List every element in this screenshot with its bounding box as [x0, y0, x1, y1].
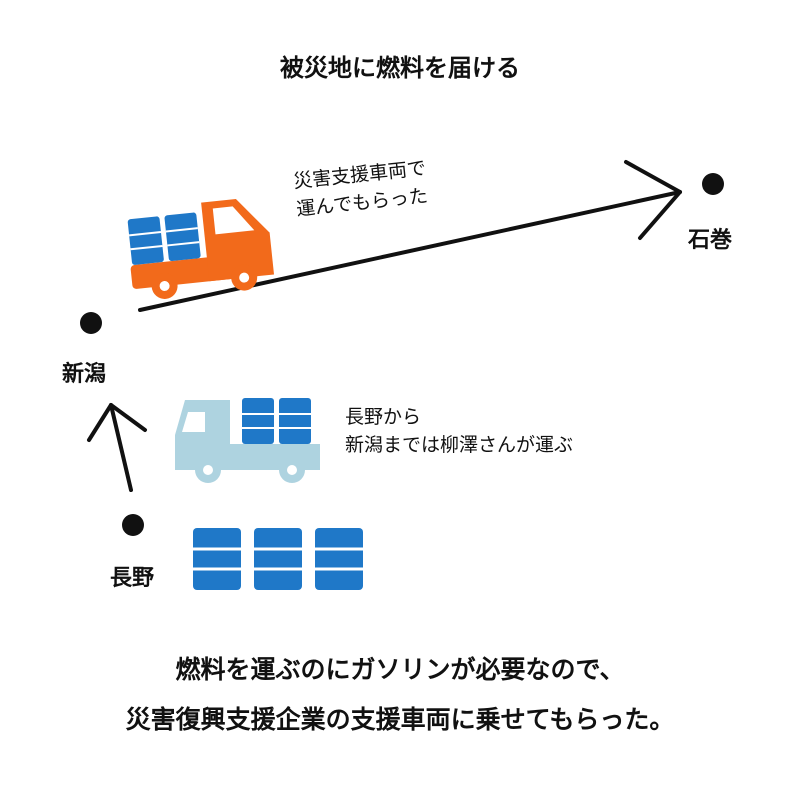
orange-truck-drum — [164, 212, 201, 262]
orange-truck — [127, 199, 275, 299]
caption-line-1: 燃料を運ぶのにガソリンが必要なので、 — [175, 655, 625, 684]
ishinomaki-dot — [702, 173, 724, 195]
fuel-drum — [254, 528, 302, 590]
city-label-ishinomaki: 石巻 — [688, 228, 733, 253]
blue-truck — [175, 398, 320, 483]
route-label-line: 長野から — [345, 406, 422, 428]
nagano-dot — [122, 514, 144, 536]
arrow-niigata-to-ishinomaki — [138, 160, 682, 312]
route-label-nagano-niigata: 長野から 新潟までは柳澤さんが運ぶ — [345, 403, 573, 459]
diagram-title: 被災地に燃料を届ける — [280, 54, 520, 82]
city-label-nagano: 長野 — [110, 566, 155, 591]
arrow-nagano-to-niigata — [87, 403, 147, 492]
fuel-drum — [193, 528, 241, 590]
blue-truck-drum — [279, 398, 311, 444]
route-label-line: 新潟までは柳澤さんが運ぶ — [345, 434, 574, 456]
blue-truck-drum — [242, 398, 274, 444]
city-label-niigata: 新潟 — [62, 362, 107, 387]
caption-line-2: 災害復興支援企業の支援車両に乗せてもらった。 — [125, 705, 675, 734]
orange-truck-drum — [127, 216, 164, 265]
fuel-drums — [193, 528, 363, 590]
niigata-dot — [80, 312, 102, 334]
fuel-drum — [315, 528, 363, 590]
